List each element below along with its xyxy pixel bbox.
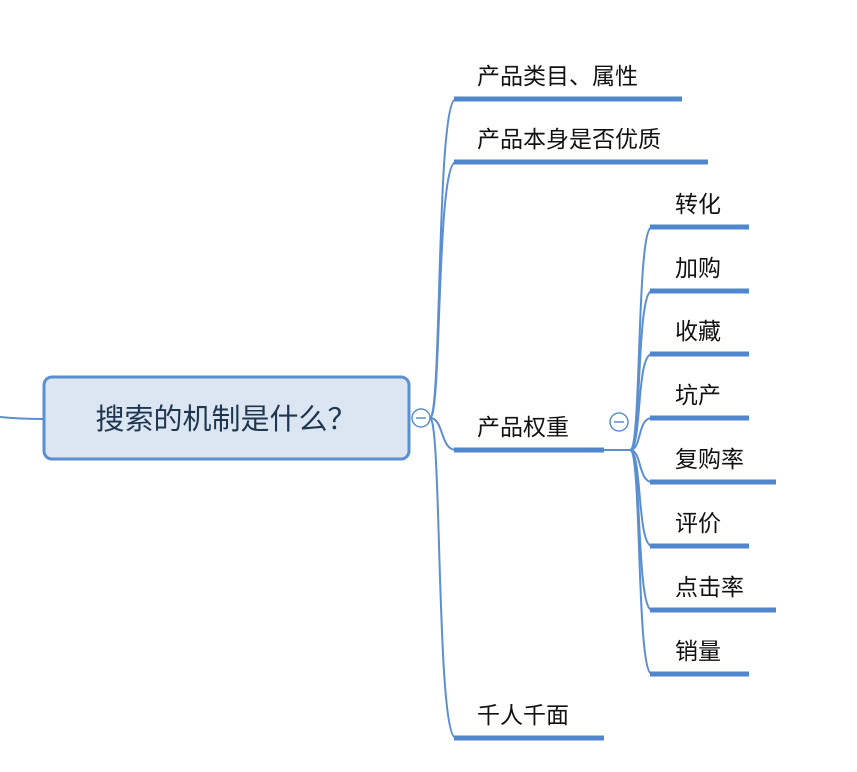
sub-topic-reviews[interactable]: 评价 bbox=[650, 511, 749, 549]
sub-label-2: 加购 bbox=[675, 256, 721, 282]
branch-topic-product-quality[interactable]: 产品本身是否优质 bbox=[454, 127, 708, 165]
sub-topic-click-rate[interactable]: 点击率 bbox=[650, 575, 776, 613]
connector-branch-3 bbox=[429, 417, 457, 451]
root-collapse-toggle[interactable] bbox=[411, 408, 431, 428]
branch-label-2: 产品本身是否优质 bbox=[477, 127, 661, 153]
connector-branch-1 bbox=[429, 98, 457, 419]
branch-label-1: 产品类目、属性 bbox=[477, 64, 638, 90]
sub-topic-sales-output[interactable]: 坑产 bbox=[650, 383, 749, 421]
branch-label-4: 千人千面 bbox=[477, 703, 569, 729]
connector-sub-6 bbox=[629, 449, 653, 547]
sub-label-1: 转化 bbox=[675, 192, 721, 218]
sub-topic-favorites[interactable]: 收藏 bbox=[650, 319, 749, 357]
product-weight-collapse-toggle[interactable] bbox=[609, 412, 629, 432]
connector-sub-3 bbox=[629, 353, 653, 451]
root-topic-label: 搜索的机制是什么？ bbox=[95, 402, 356, 436]
branch-topic-product-weight[interactable]: 产品权重 bbox=[454, 415, 604, 453]
sub-topic-sales-volume[interactable]: 销量 bbox=[650, 639, 749, 677]
connector-branch-2 bbox=[429, 161, 457, 419]
branch-label-3: 产品权重 bbox=[477, 415, 569, 441]
sub-label-8: 销量 bbox=[675, 639, 721, 665]
sub-label-4: 坑产 bbox=[675, 383, 721, 409]
connector-sub-4 bbox=[629, 417, 653, 451]
sub-label-3: 收藏 bbox=[675, 319, 721, 345]
sub-topic-add-to-cart[interactable]: 加购 bbox=[650, 256, 749, 294]
root-topic[interactable]: 搜索的机制是什么？ bbox=[42, 375, 411, 461]
sub-label-6: 评价 bbox=[675, 511, 721, 537]
connector-sub-8 bbox=[629, 449, 653, 675]
sub-label-7: 点击率 bbox=[675, 575, 744, 601]
branch-topic-personalization[interactable]: 千人千面 bbox=[454, 703, 604, 741]
connector-branch-4 bbox=[429, 417, 457, 739]
incoming-connector bbox=[0, 416, 45, 420]
sub-topic-repurchase-rate[interactable]: 复购率 bbox=[650, 447, 776, 485]
sub-topic-conversion[interactable]: 转化 bbox=[650, 192, 749, 230]
sub-label-5: 复购率 bbox=[675, 447, 744, 473]
root-topic-box[interactable] bbox=[42, 375, 411, 461]
branch-topic-category-attributes[interactable]: 产品类目、属性 bbox=[454, 64, 682, 102]
